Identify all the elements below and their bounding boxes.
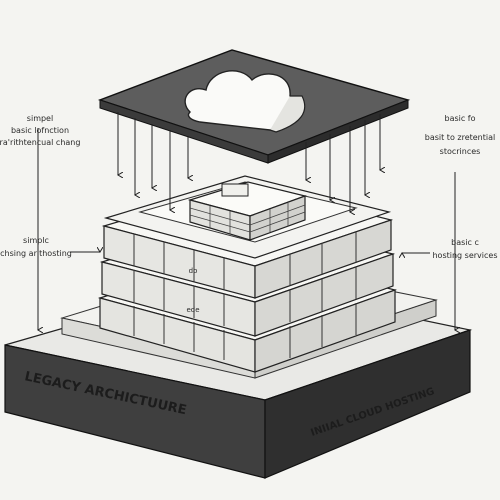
- annotation-line: simplc: [23, 236, 49, 245]
- annotation-line: chsing arithosting: [0, 249, 72, 258]
- annotation-line: stocrinces: [440, 147, 481, 156]
- annotation-line: ra'rithtencual chang: [0, 138, 80, 147]
- annotation-leaders: [38, 128, 455, 330]
- annotation-line: hosting services: [432, 251, 497, 260]
- annotation-line: simpel: [27, 114, 53, 123]
- annotation-line: basit to zretential: [425, 133, 495, 142]
- annotation-left-mid: simplc chsing arithosting: [0, 236, 72, 258]
- building-stack: [97, 175, 398, 373]
- annotation-line: basic c: [451, 238, 479, 247]
- annotation-right-top: basic fo basit to zretential stocrinces: [425, 114, 495, 156]
- block-label: do: [189, 267, 198, 275]
- data-flow-arrows: [118, 112, 380, 212]
- cloud-icon: [184, 70, 306, 133]
- annotation-left-top: simpel basic lofnction ra'rithtencual ch…: [0, 114, 80, 147]
- annotation-right-mid: basic c hosting services: [432, 238, 497, 260]
- annotation-line: basic lofnction: [11, 126, 69, 135]
- annotation-line: basic fo: [444, 114, 475, 123]
- block-label: ede: [186, 306, 199, 314]
- cloud-platform: [97, 49, 411, 164]
